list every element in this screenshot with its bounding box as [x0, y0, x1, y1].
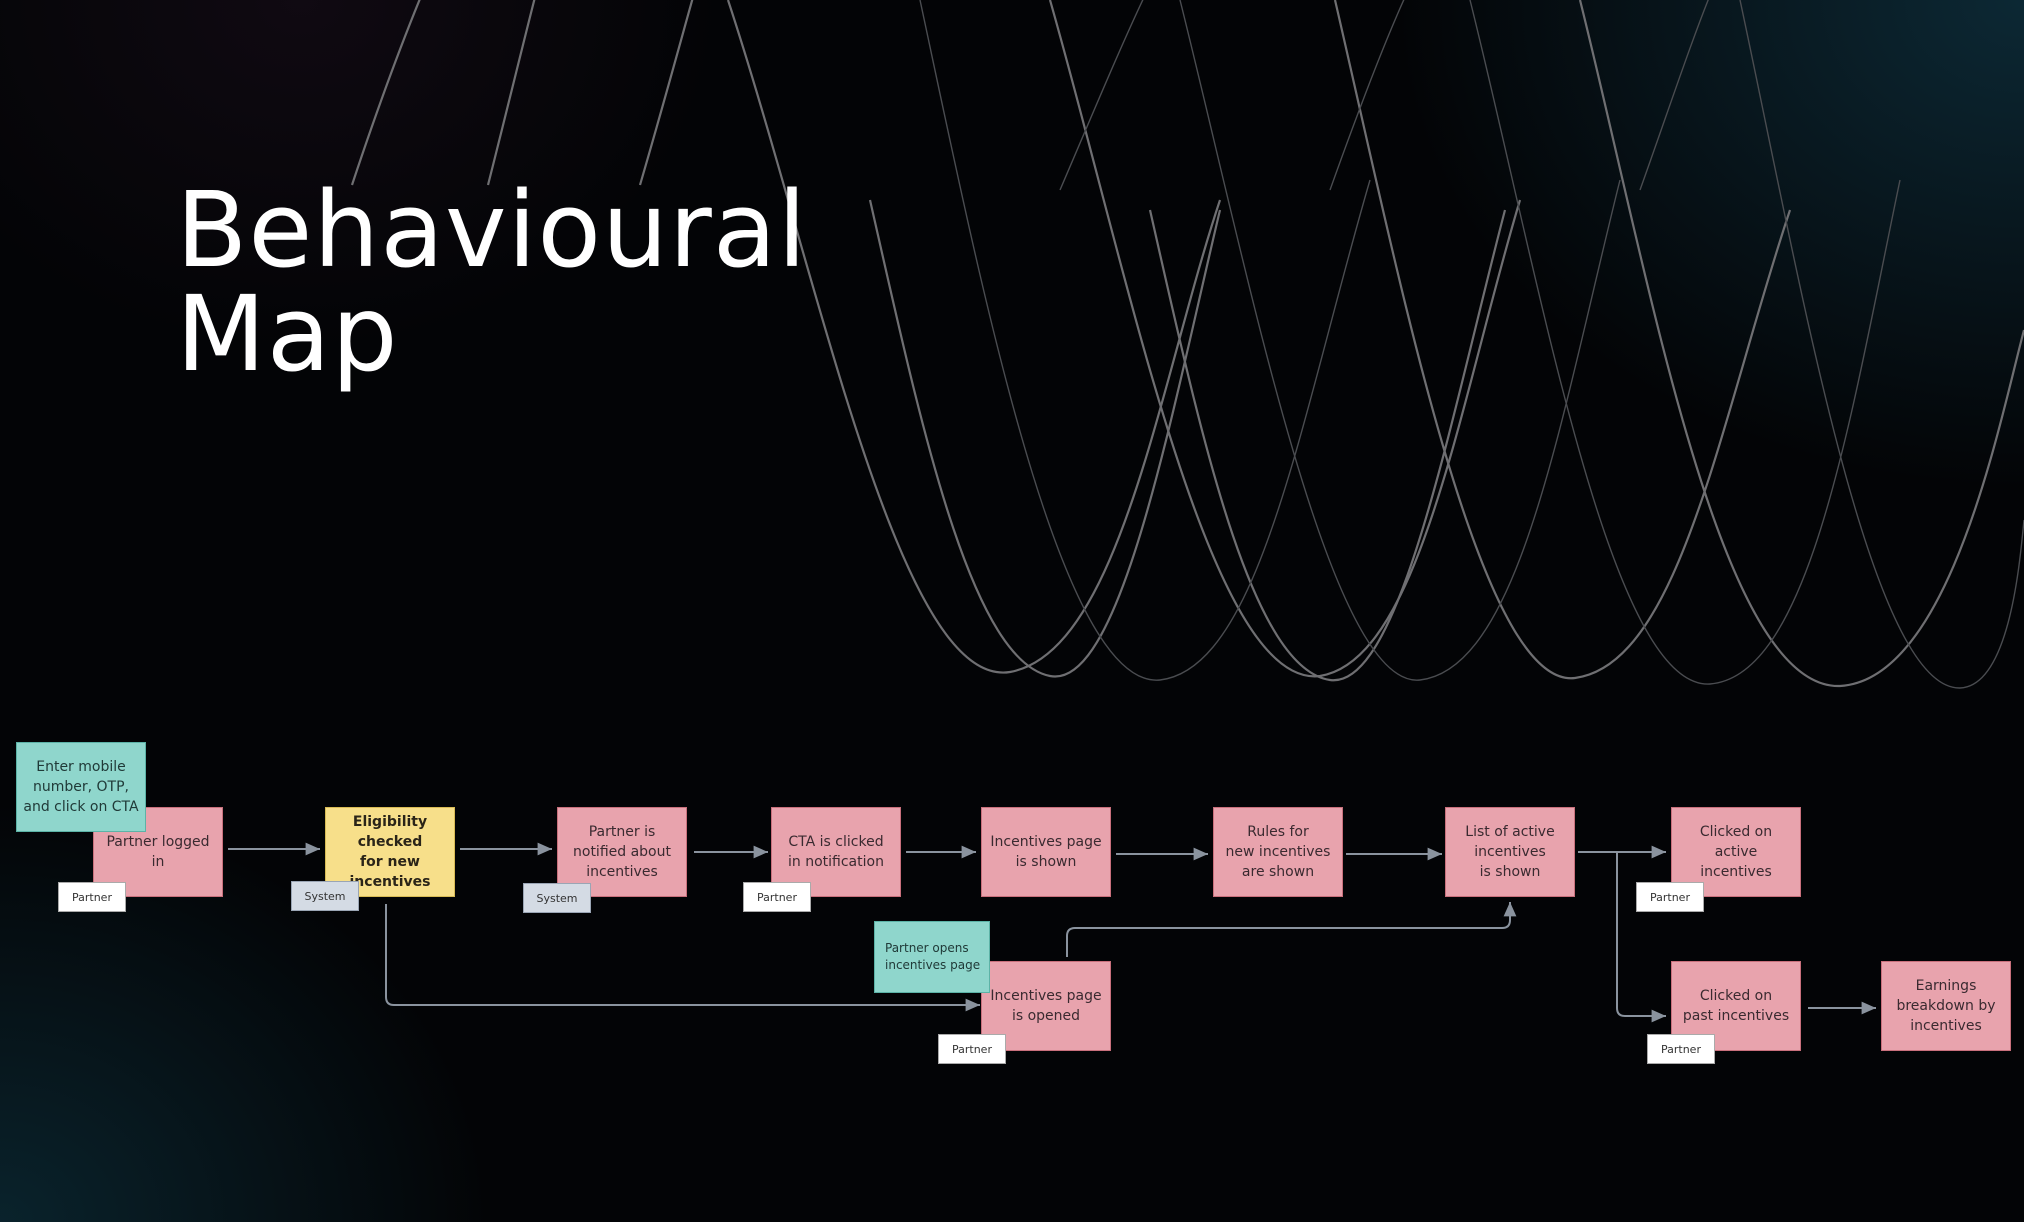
wave-line: [638, 0, 694, 186]
actor-tag-system: System: [291, 881, 359, 911]
earnings-breakdown-sticky: Earnings breakdown by incentives: [1881, 961, 2011, 1051]
wave-line: [1059, 0, 1144, 191]
page-title: Behavioural Map: [176, 169, 808, 395]
wave-line: [1639, 0, 1709, 191]
partner-notified-sticky: Partner is notified about incentives: [557, 807, 687, 897]
wave-line: [1329, 0, 1405, 191]
actor-tag-partner: Partner: [1647, 1034, 1715, 1064]
actor-tag-partner: Partner: [938, 1034, 1006, 1064]
actor-tag-partner: Partner: [743, 882, 811, 912]
enter-mobile-sticky: Enter mobile number, OTP, and click on C…: [16, 742, 146, 832]
partner-opens-page-sticky: Partner opens incentives page: [874, 921, 990, 993]
wave-line: [1578, 0, 2024, 688]
list-active-incentives-sticky: List of active incentives is shown: [1445, 807, 1575, 897]
actor-tag-partner: Partner: [58, 882, 126, 912]
connector-opened-to-list: [1066, 902, 1517, 957]
wave-line: [1048, 0, 1522, 678]
wave-line: [1739, 0, 2024, 689]
actor-tag-system: System: [523, 883, 591, 913]
wave-line: [1179, 0, 1621, 681]
wave-line: [919, 0, 1371, 681]
wave-line: [1333, 0, 1792, 680]
wave-line: [350, 0, 421, 186]
actor-tag-partner: Partner: [1636, 882, 1704, 912]
connector-eligibility-to-opened: [385, 904, 980, 1012]
rules-shown-sticky: Rules for new incentives are shown: [1213, 807, 1343, 897]
incentives-page-shown-sticky: Incentives page is shown: [981, 807, 1111, 897]
wave-line: [1469, 0, 1901, 685]
wave-line: [1148, 209, 1507, 682]
connector-list-to-past: [1616, 852, 1666, 1023]
wave-line: [486, 0, 536, 186]
wave-line: [868, 199, 1222, 678]
